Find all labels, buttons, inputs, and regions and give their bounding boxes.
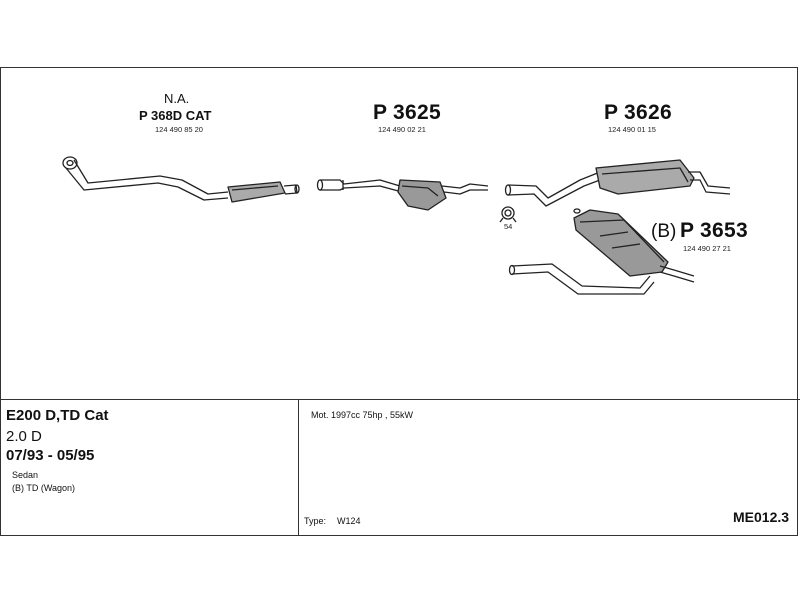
clamp-number: 54 xyxy=(504,222,513,231)
rear-silencer-wagon-drawing xyxy=(508,208,695,295)
diagram-frame xyxy=(0,67,798,536)
vehicle-body-wagon: (B) TD (Wagon) xyxy=(12,483,76,493)
wagon-prefix: (B) xyxy=(651,221,677,242)
motor-spec: Mot. 1997cc 75hp , 55kW xyxy=(311,410,414,420)
middle-silencer-drawing xyxy=(316,179,489,211)
front-variant-label: N.A. xyxy=(164,91,190,106)
wagon-part-number: P 3653 xyxy=(680,219,748,242)
wagon-oem-number: 124 490 27 21 xyxy=(683,244,731,253)
middle-part-number: P 3625 xyxy=(373,101,441,124)
vehicle-years: 07/93 - 05/95 xyxy=(6,447,95,464)
clamp-drawing xyxy=(499,206,517,223)
info-divider xyxy=(0,399,800,400)
vehicle-engine: 2.0 D xyxy=(6,428,42,445)
vehicle-body-sedan: Sedan xyxy=(12,470,39,480)
vehicle-model: E200 D,TD Cat xyxy=(6,407,109,424)
rear-oem-number: 124 490 01 15 xyxy=(608,125,656,134)
type-value: W124 xyxy=(337,516,361,526)
catalog-code: ME012.3 xyxy=(733,509,790,525)
front-oem-number: 124 490 85 20 xyxy=(155,125,203,134)
front-pipe-cat-drawing xyxy=(62,156,300,203)
middle-oem-number: 124 490 02 21 xyxy=(378,125,426,134)
rear-part-number: P 3626 xyxy=(604,101,672,124)
rear-silencer-drawing xyxy=(504,159,731,207)
info-column-divider xyxy=(298,399,299,536)
front-part-number: P 368D CAT xyxy=(139,108,212,123)
type-label: Type: xyxy=(304,516,327,526)
